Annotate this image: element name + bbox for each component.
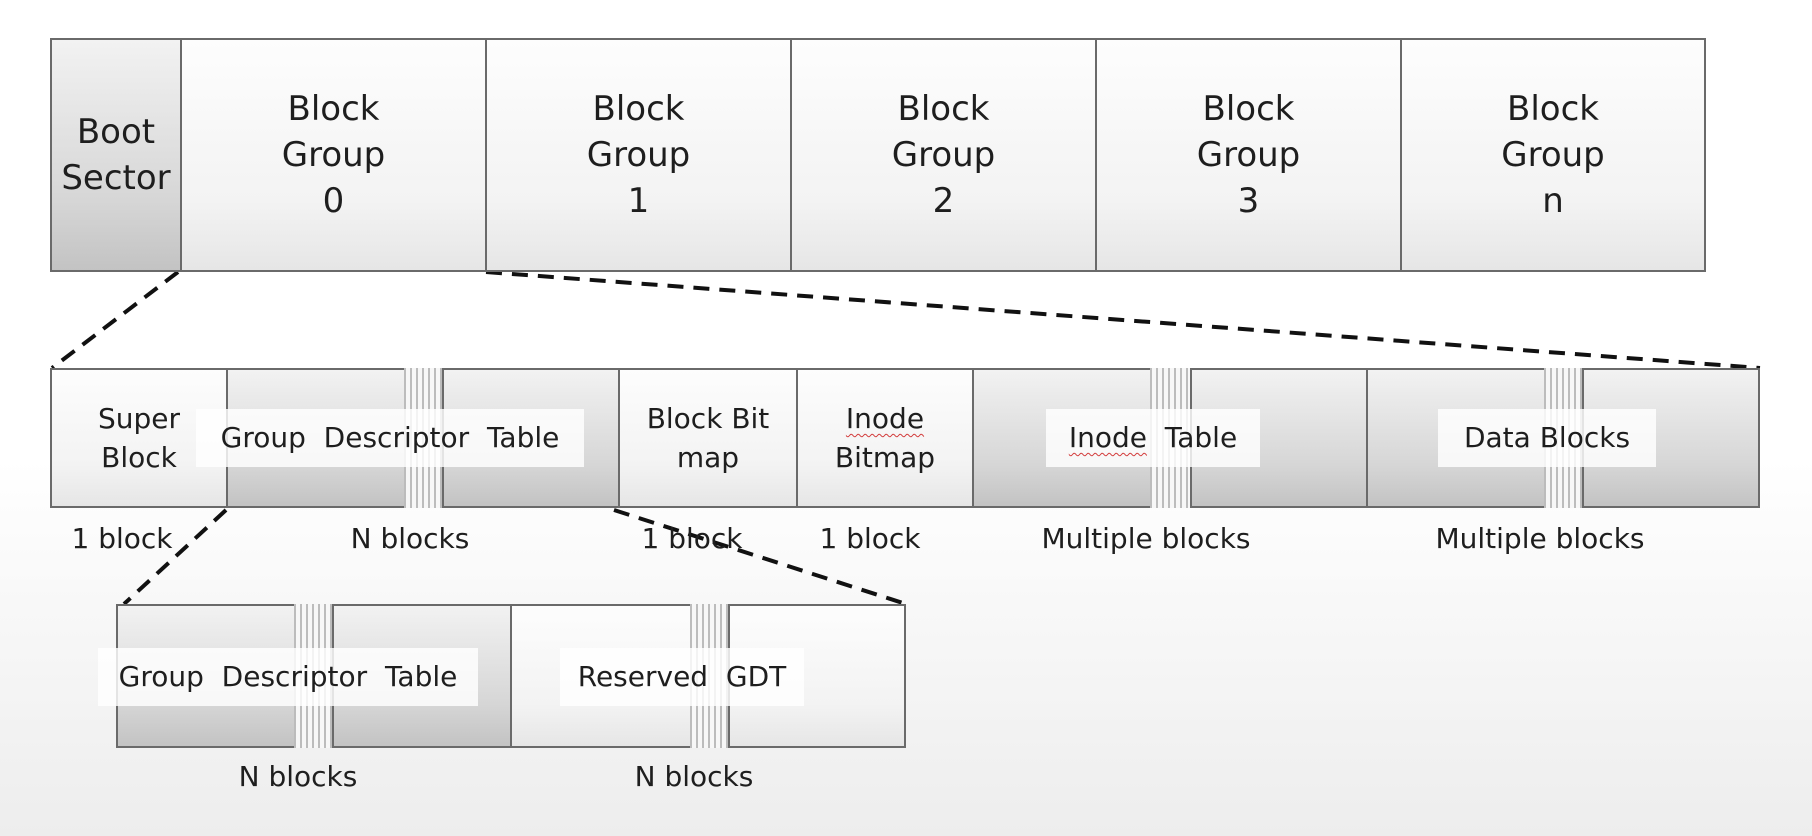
boot-sector-label: Boot Sector bbox=[61, 112, 171, 198]
inode-table-label-word2: Table bbox=[1164, 421, 1238, 454]
gdt-size-label: N blocks bbox=[350, 522, 470, 555]
inode-bitmap-label-line2: Bitmap bbox=[834, 441, 936, 474]
block-group-n-label: Block Group n bbox=[1501, 89, 1605, 221]
connector-group1-to-right bbox=[485, 270, 1761, 370]
block-group-2-label: Block Group 2 bbox=[891, 89, 996, 221]
inode-table-size-label: Multiple blocks bbox=[1041, 522, 1251, 555]
inode-bitmap-box: Inode Bitmap bbox=[796, 368, 974, 508]
data-blocks-label: Data Blocks bbox=[1438, 409, 1656, 467]
group-descriptor-table-label: Group Descriptor Table bbox=[196, 409, 584, 467]
inode-bitmap-size-label: 1 block bbox=[819, 522, 921, 555]
block-group-0-box: Block Group 0 bbox=[180, 38, 487, 272]
inode-table-label: Inode Table bbox=[1046, 409, 1260, 467]
reserved-gdt-label: Reserved GDT bbox=[560, 648, 804, 706]
inode-bitmap-label-line1: Inode bbox=[845, 402, 925, 435]
connector-gdt-left bbox=[122, 508, 228, 606]
block-group-0-label: Block Group 0 bbox=[281, 89, 386, 221]
data-blocks-size-label: Multiple blocks bbox=[1435, 522, 1645, 555]
super-block-label: Super Block bbox=[97, 402, 181, 474]
block-group-3-label: Block Group 3 bbox=[1196, 89, 1301, 221]
block-bitmap-label: Block Bit map bbox=[646, 402, 770, 474]
block-group-2-box: Block Group 2 bbox=[790, 38, 1097, 272]
block-bitmap-box: Block Bit map bbox=[618, 368, 798, 508]
block-group-1-label: Block Group 1 bbox=[586, 89, 691, 221]
connector-bootsector-to-superblock bbox=[50, 270, 180, 370]
super-block-size-label: 1 block bbox=[71, 522, 173, 555]
bottom-gdt-size-label: N blocks bbox=[238, 760, 358, 793]
block-group-1-box: Block Group 1 bbox=[485, 38, 792, 272]
block-bitmap-size-label: 1 block bbox=[641, 522, 743, 555]
bottom-group-descriptor-table-label: Group Descriptor Table bbox=[98, 648, 478, 706]
block-group-n-box: Block Group n bbox=[1400, 38, 1706, 272]
block-group-3-box: Block Group 3 bbox=[1095, 38, 1402, 272]
reserved-gdt-size-label: N blocks bbox=[634, 760, 754, 793]
inode-table-label-word1: Inode bbox=[1068, 421, 1147, 454]
boot-sector-box: Boot Sector bbox=[50, 38, 182, 272]
